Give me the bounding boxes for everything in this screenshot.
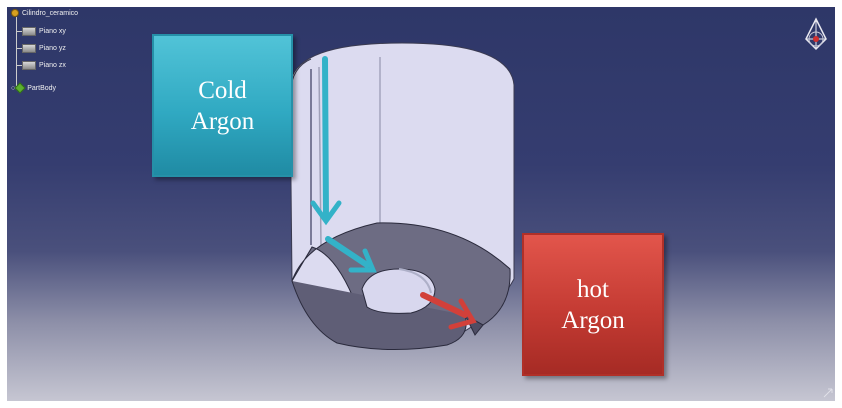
inner-hole: [361, 268, 436, 314]
hot-argon-label: hot Argon: [522, 233, 664, 376]
tree-item-partbody[interactable]: ○ PartBody: [11, 82, 56, 94]
tree-item-piano-yz[interactable]: Piano yz: [22, 42, 66, 54]
tree-item-piano-zx[interactable]: Piano zx: [22, 59, 66, 71]
axis-icon: [823, 388, 833, 398]
cold-argon-label: Cold Argon: [152, 34, 293, 177]
compass-icon[interactable]: [804, 17, 828, 51]
tree-item-piano-xy[interactable]: Piano xy: [22, 25, 66, 37]
cold-flow-arrow: [310, 56, 377, 273]
part-geometry[interactable]: [7, 7, 835, 401]
partbody-icon: [14, 82, 26, 94]
3d-viewport[interactable]: Cilindro_ceramico Piano xy Piano yz Pian…: [7, 7, 835, 401]
plane-icon: [22, 43, 36, 53]
tree-root[interactable]: Cilindro_ceramico: [11, 7, 78, 19]
hot-flow-arrow: [420, 292, 477, 330]
plane-icon: [22, 60, 36, 70]
tree-root-label: Cilindro_ceramico: [22, 9, 79, 17]
product-gear-icon: [11, 9, 19, 17]
plane-icon: [22, 26, 36, 36]
